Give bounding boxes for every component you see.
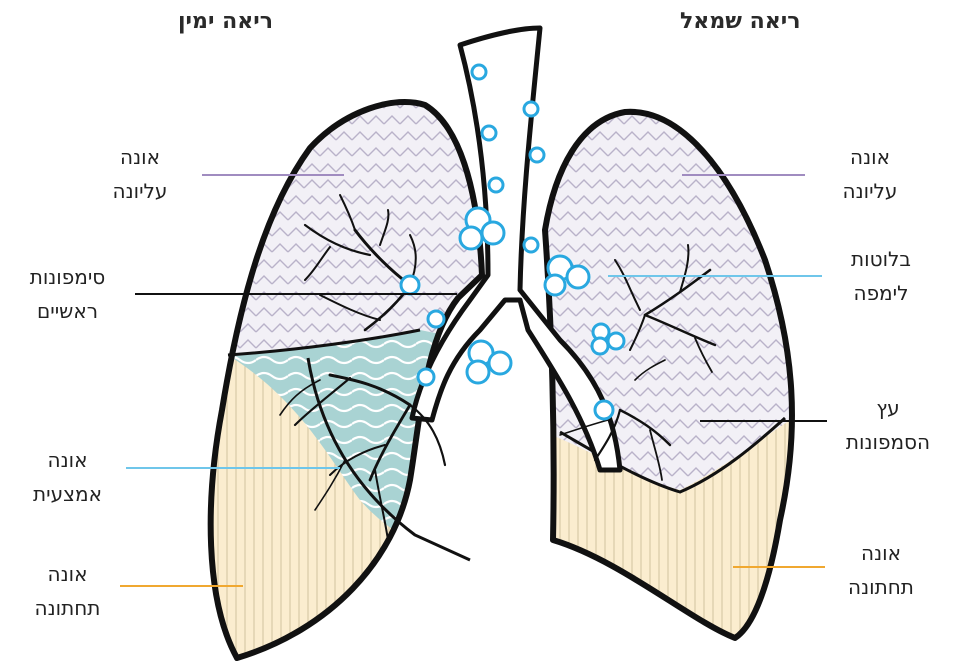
right-lung-title: ריאה ימין: [178, 9, 273, 34]
label-line: סימפונות: [0, 260, 135, 294]
label-line: אונה: [10, 443, 125, 477]
label-line: תחתונה: [10, 591, 125, 625]
label-line: אמצעית: [10, 477, 125, 511]
label-line: אונה: [822, 536, 940, 570]
label-left-upper-lobe: אונה עליונה: [815, 140, 925, 208]
label-left-lower-lobe: אונה תחתונה: [822, 536, 940, 604]
label-line: אונה: [815, 140, 925, 174]
label-right-middle-lobe: אונה אמצעית: [10, 443, 125, 511]
label-line: עליונה: [815, 174, 925, 208]
label-left-bronchial-tree: עץ הסמפונות: [827, 391, 949, 459]
label-line: בלוטות: [822, 242, 940, 276]
label-line: עץ: [827, 391, 949, 425]
label-line: לימפה: [822, 276, 940, 310]
label-line: תחתונה: [822, 570, 940, 604]
label-line: ראשיים: [0, 294, 135, 328]
label-line: אונה: [90, 140, 190, 174]
label-left-lymph-nodes: בלוטות לימפה: [822, 242, 940, 310]
label-line: אונה: [10, 557, 125, 591]
label-line: הסמפונות: [827, 425, 949, 459]
label-right-lower-lobe: אונה תחתונה: [10, 557, 125, 625]
label-right-bronchi: סימפונות ראשיים: [0, 260, 135, 328]
label-line: עליונה: [90, 174, 190, 208]
left-lung-title: ריאה שמאל: [680, 9, 800, 34]
label-right-upper-lobe: אונה עליונה: [90, 140, 190, 208]
